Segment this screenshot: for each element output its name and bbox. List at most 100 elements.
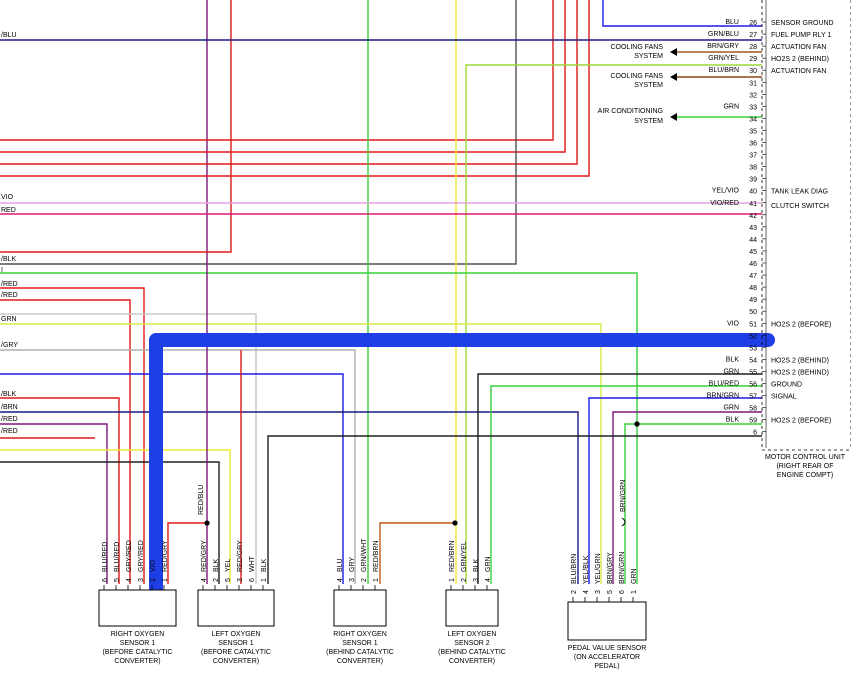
sensor-pin-wire: GRN xyxy=(631,568,638,584)
left-label: /BLK xyxy=(1,256,17,263)
ecu-pin-number: 59 xyxy=(749,418,757,425)
ecu-caption-3: ENGINE COMPT) xyxy=(777,472,833,479)
sensor-caption: PEDAL) xyxy=(594,663,619,670)
sensor-body xyxy=(98,589,177,627)
sensor-connector-5[interactable]: 2BLU/BRN4YEL/BLK3YEL/GRN5BRN/GRY6BRN/GRN… xyxy=(567,552,647,670)
splice-label-red-blu: RED/BLU xyxy=(198,485,205,515)
wires xyxy=(0,0,762,584)
sensor-pin-wire: GRY xyxy=(349,557,356,572)
wire-grn-58 xyxy=(624,423,762,584)
wire-red-top-1 xyxy=(0,0,232,253)
sensor-pin-wire: GRN/WHT xyxy=(361,538,368,572)
left-label: /RED xyxy=(1,416,18,423)
sensor-pin-wire: VIO xyxy=(150,559,157,572)
highlighted-circuit[interactable] xyxy=(149,333,775,597)
sensor-caption: RIGHT OXYGEN xyxy=(333,631,387,638)
sensor-caption: RIGHT OXYGEN xyxy=(111,631,165,638)
wire-grn-long xyxy=(0,272,638,584)
ecu-pin-function: ACTUATION FAN xyxy=(771,44,826,51)
sensor-caption: (BEHIND CATALYTIC xyxy=(438,649,506,656)
left-label: /BLU xyxy=(1,32,17,39)
sensor-pin-number: 3 xyxy=(237,578,244,582)
ecu-pin-number: 57 xyxy=(749,394,757,401)
sensor-pin-wire: YEL/GRN xyxy=(595,553,602,584)
sensor-pin-number: 1 xyxy=(631,590,638,594)
wire-red-1 xyxy=(0,287,145,584)
ecu-pin-number: 6 xyxy=(753,430,757,437)
ecu-wire-color: GRN xyxy=(723,368,739,375)
ecu-wire-color: BLU/RED xyxy=(709,381,739,388)
sensor-pin-number: 1 xyxy=(261,578,268,582)
sensor-pin-wire: WHT xyxy=(249,555,256,572)
sensor-pin-number: 3 xyxy=(473,578,480,582)
ecu-pin-number: 50 xyxy=(749,309,757,316)
wire-gry-1 xyxy=(0,313,257,584)
sensor-pin-number: 2 xyxy=(571,590,578,594)
sensor-pin-wire: RED/BRN xyxy=(373,540,380,572)
sensor-pin-number: 4 xyxy=(337,578,344,582)
sensor-pin-wire: BLU xyxy=(337,558,344,572)
sensor-pin-wire: BLU/RED xyxy=(102,542,109,572)
wire-blk-top xyxy=(0,0,517,265)
sensor-pin-wire: GRY/RED xyxy=(138,540,145,572)
ecu-wire-color: BRN/GRY xyxy=(707,43,739,50)
wire-grn-55 xyxy=(490,385,762,584)
ecu-wire-color: GRN/BLU xyxy=(708,31,739,38)
ecu-pin-number: 43 xyxy=(749,225,757,232)
ecu-wire-color: YEL/VIO xyxy=(712,188,740,195)
wire-red-2 xyxy=(0,299,131,584)
ecu-pin-function: TANK LEAK DIAG xyxy=(771,189,828,196)
sensor-pin-wire: BLU/RED xyxy=(114,542,121,572)
sensor-pin-wire: GRN/YEL xyxy=(461,541,468,572)
left-label: /BRN xyxy=(1,404,18,411)
left-label: I xyxy=(1,267,3,274)
ecu-pin-number: 49 xyxy=(749,297,757,304)
ecu-pin-function: HO2S 2 (BEFORE) xyxy=(771,418,831,425)
wire-grn-yel-29 xyxy=(465,64,762,584)
sensor-pin-number: 4 xyxy=(201,578,208,582)
wire-blk-54 xyxy=(477,373,762,584)
sensor-caption: CONVERTER) xyxy=(213,658,259,665)
splice-dot-3 xyxy=(634,421,640,427)
ecu-pin-function: HO2S 2 (BEHIND) xyxy=(771,369,829,376)
sensor-caption: LEFT OXYGEN xyxy=(448,631,497,638)
ecu-pin-number: 51 xyxy=(749,321,757,328)
sensor-connector-1[interactable]: 6BLU/RED5BLU/RED4GRY/RED3GRY/RED2VIO1RED… xyxy=(98,540,177,665)
ecu-pin-number: 35 xyxy=(749,128,757,135)
ecu-pin-number: 45 xyxy=(749,249,757,256)
ecu-pin-number: 46 xyxy=(749,261,757,268)
sensor-pin-number: 1 xyxy=(162,578,169,582)
sensor-caption: SENSOR 2 xyxy=(454,640,490,647)
sensor-pin-number: 2 xyxy=(461,578,468,582)
ecu-wire-color: GRN xyxy=(723,103,739,110)
sensor-pin-number: 4 xyxy=(126,578,133,582)
ecu-connector xyxy=(761,0,851,451)
sensor-pin-number: 2 xyxy=(213,578,220,582)
system-ac-line2: SYSTEM xyxy=(634,118,663,125)
sensor-pin-wire: BLK xyxy=(261,558,268,572)
wire-blu-red-56 xyxy=(588,397,762,584)
sensors: 6BLU/RED5BLU/RED4GRY/RED3GRY/RED2VIO1RED… xyxy=(98,538,647,670)
left-label: RED xyxy=(1,207,16,214)
wire-blk-1 xyxy=(0,461,220,584)
sensor-pin-wire: RED/GRY xyxy=(237,540,244,572)
sensor-caption: SENSOR 1 xyxy=(342,640,378,647)
sensor-pin-number: 5 xyxy=(607,590,614,594)
sensor-pin-number: 1 xyxy=(373,578,380,582)
ecu-wire-color: GRN xyxy=(723,405,739,412)
ecu-wire-color: VIO xyxy=(727,320,740,327)
sensor-caption: (BEFORE CATALYTIC xyxy=(201,649,271,656)
ecu-pin-number: 40 xyxy=(749,189,757,196)
wire-red-top-5 xyxy=(0,0,590,177)
ecu-pin-number: 30 xyxy=(749,68,757,75)
sensor-caption: CONVERTER) xyxy=(449,658,495,665)
sensor-caption: CONVERTER) xyxy=(114,658,160,665)
sensor-pin-number: 2 xyxy=(150,578,157,582)
sensor-pin-wire: GRN xyxy=(485,556,492,572)
ecu-wire-color: BLK xyxy=(726,356,740,363)
